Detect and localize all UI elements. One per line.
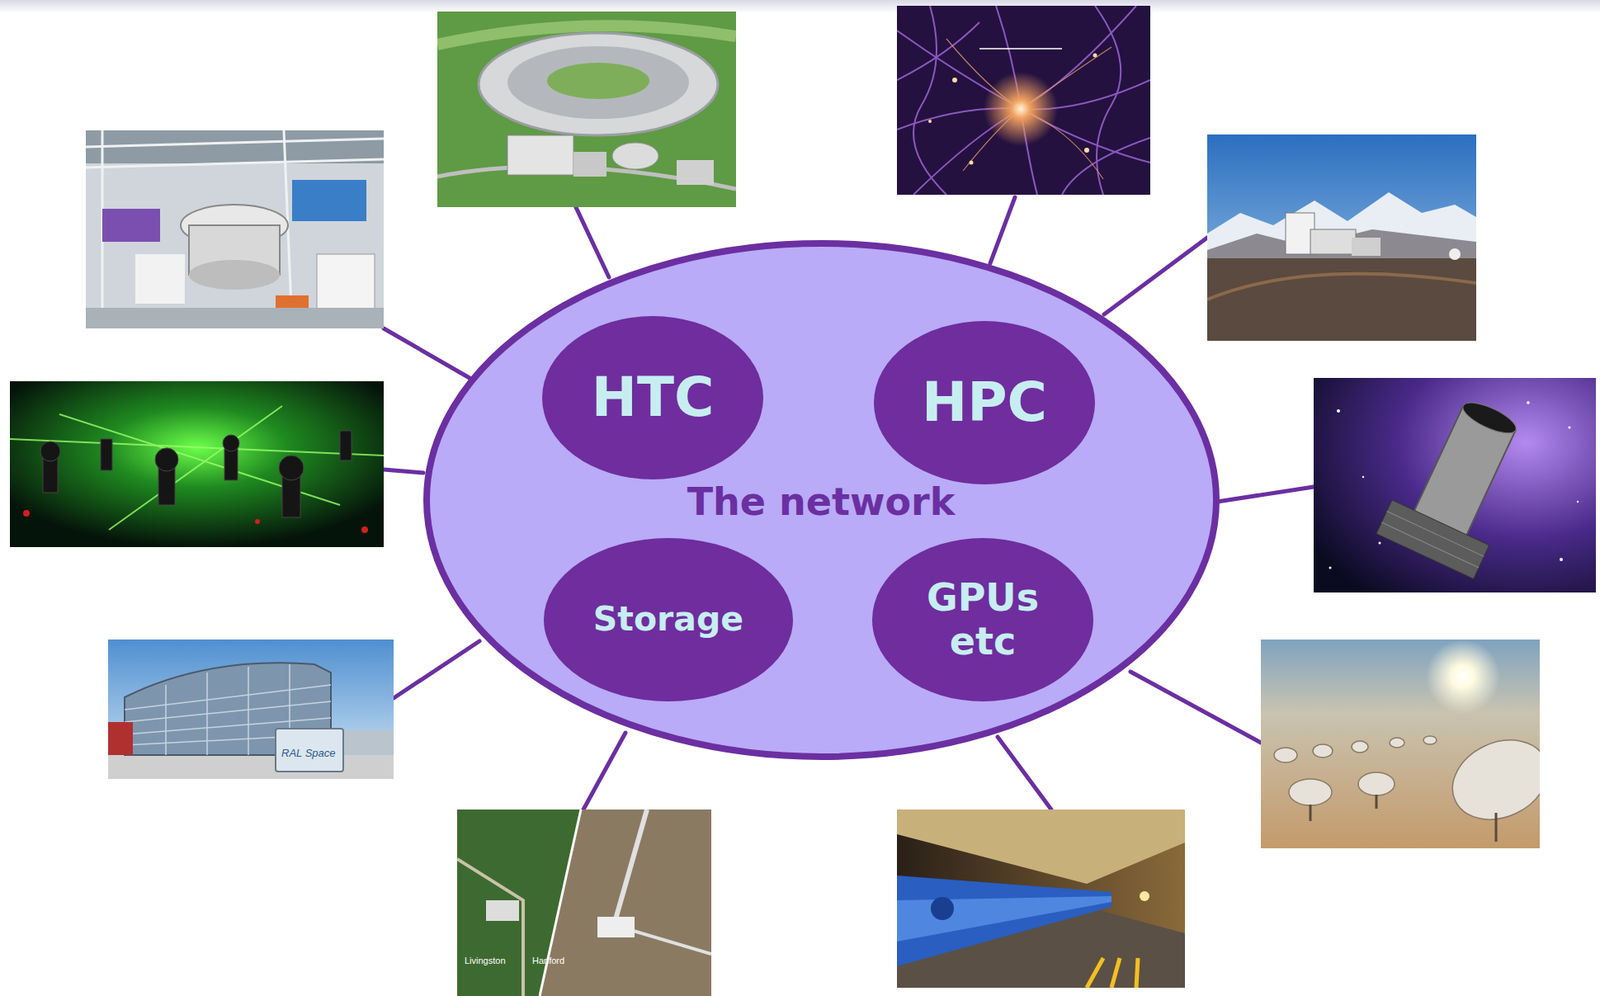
accelerator-tunnel-photo: [896, 809, 1185, 988]
cosmic-web-image: [896, 5, 1151, 195]
resource-label: HTC: [591, 366, 715, 430]
ellipse-shape: [543, 538, 793, 702]
space-telescope-image: [1313, 377, 1596, 593]
neutron-hall-photo: [85, 130, 384, 329]
resource-label: HPC: [921, 371, 1048, 435]
mountain-telescope-photo: [1207, 134, 1477, 341]
resource-label: Storage: [593, 599, 744, 639]
storage-ellipse: Storage: [543, 538, 793, 702]
gpu-ellipse: GPUs etc: [872, 538, 1094, 702]
top-fade: [0, 0, 1600, 14]
ellipse-shape: [873, 320, 1095, 485]
gravitational-wave-observatories-photo: [457, 809, 712, 996]
leader-lines: [383, 197, 1314, 810]
network-label: The network: [687, 480, 956, 524]
site-name: Livingston: [464, 955, 506, 966]
sign-text: RAL Space: [281, 746, 336, 760]
ral-space-building-photo: [108, 639, 394, 779]
hpc-ellipse: HPC: [873, 320, 1095, 485]
synchrotron-photo: [437, 11, 737, 208]
site-name: Hanford: [532, 955, 565, 966]
ellipse-shape: [426, 243, 1217, 757]
network-ellipse: The network HTC HPC Storage GPUs etc: [423, 240, 1220, 760]
laser-optics-photo: [9, 381, 384, 548]
ellipse-shape: [542, 316, 764, 480]
htc-ellipse: HTC: [542, 316, 764, 480]
ellipse-shape: [872, 538, 1094, 702]
radio-dishes-image: [1260, 639, 1561, 849]
resource-label: GPUs etc: [920, 575, 1045, 664]
